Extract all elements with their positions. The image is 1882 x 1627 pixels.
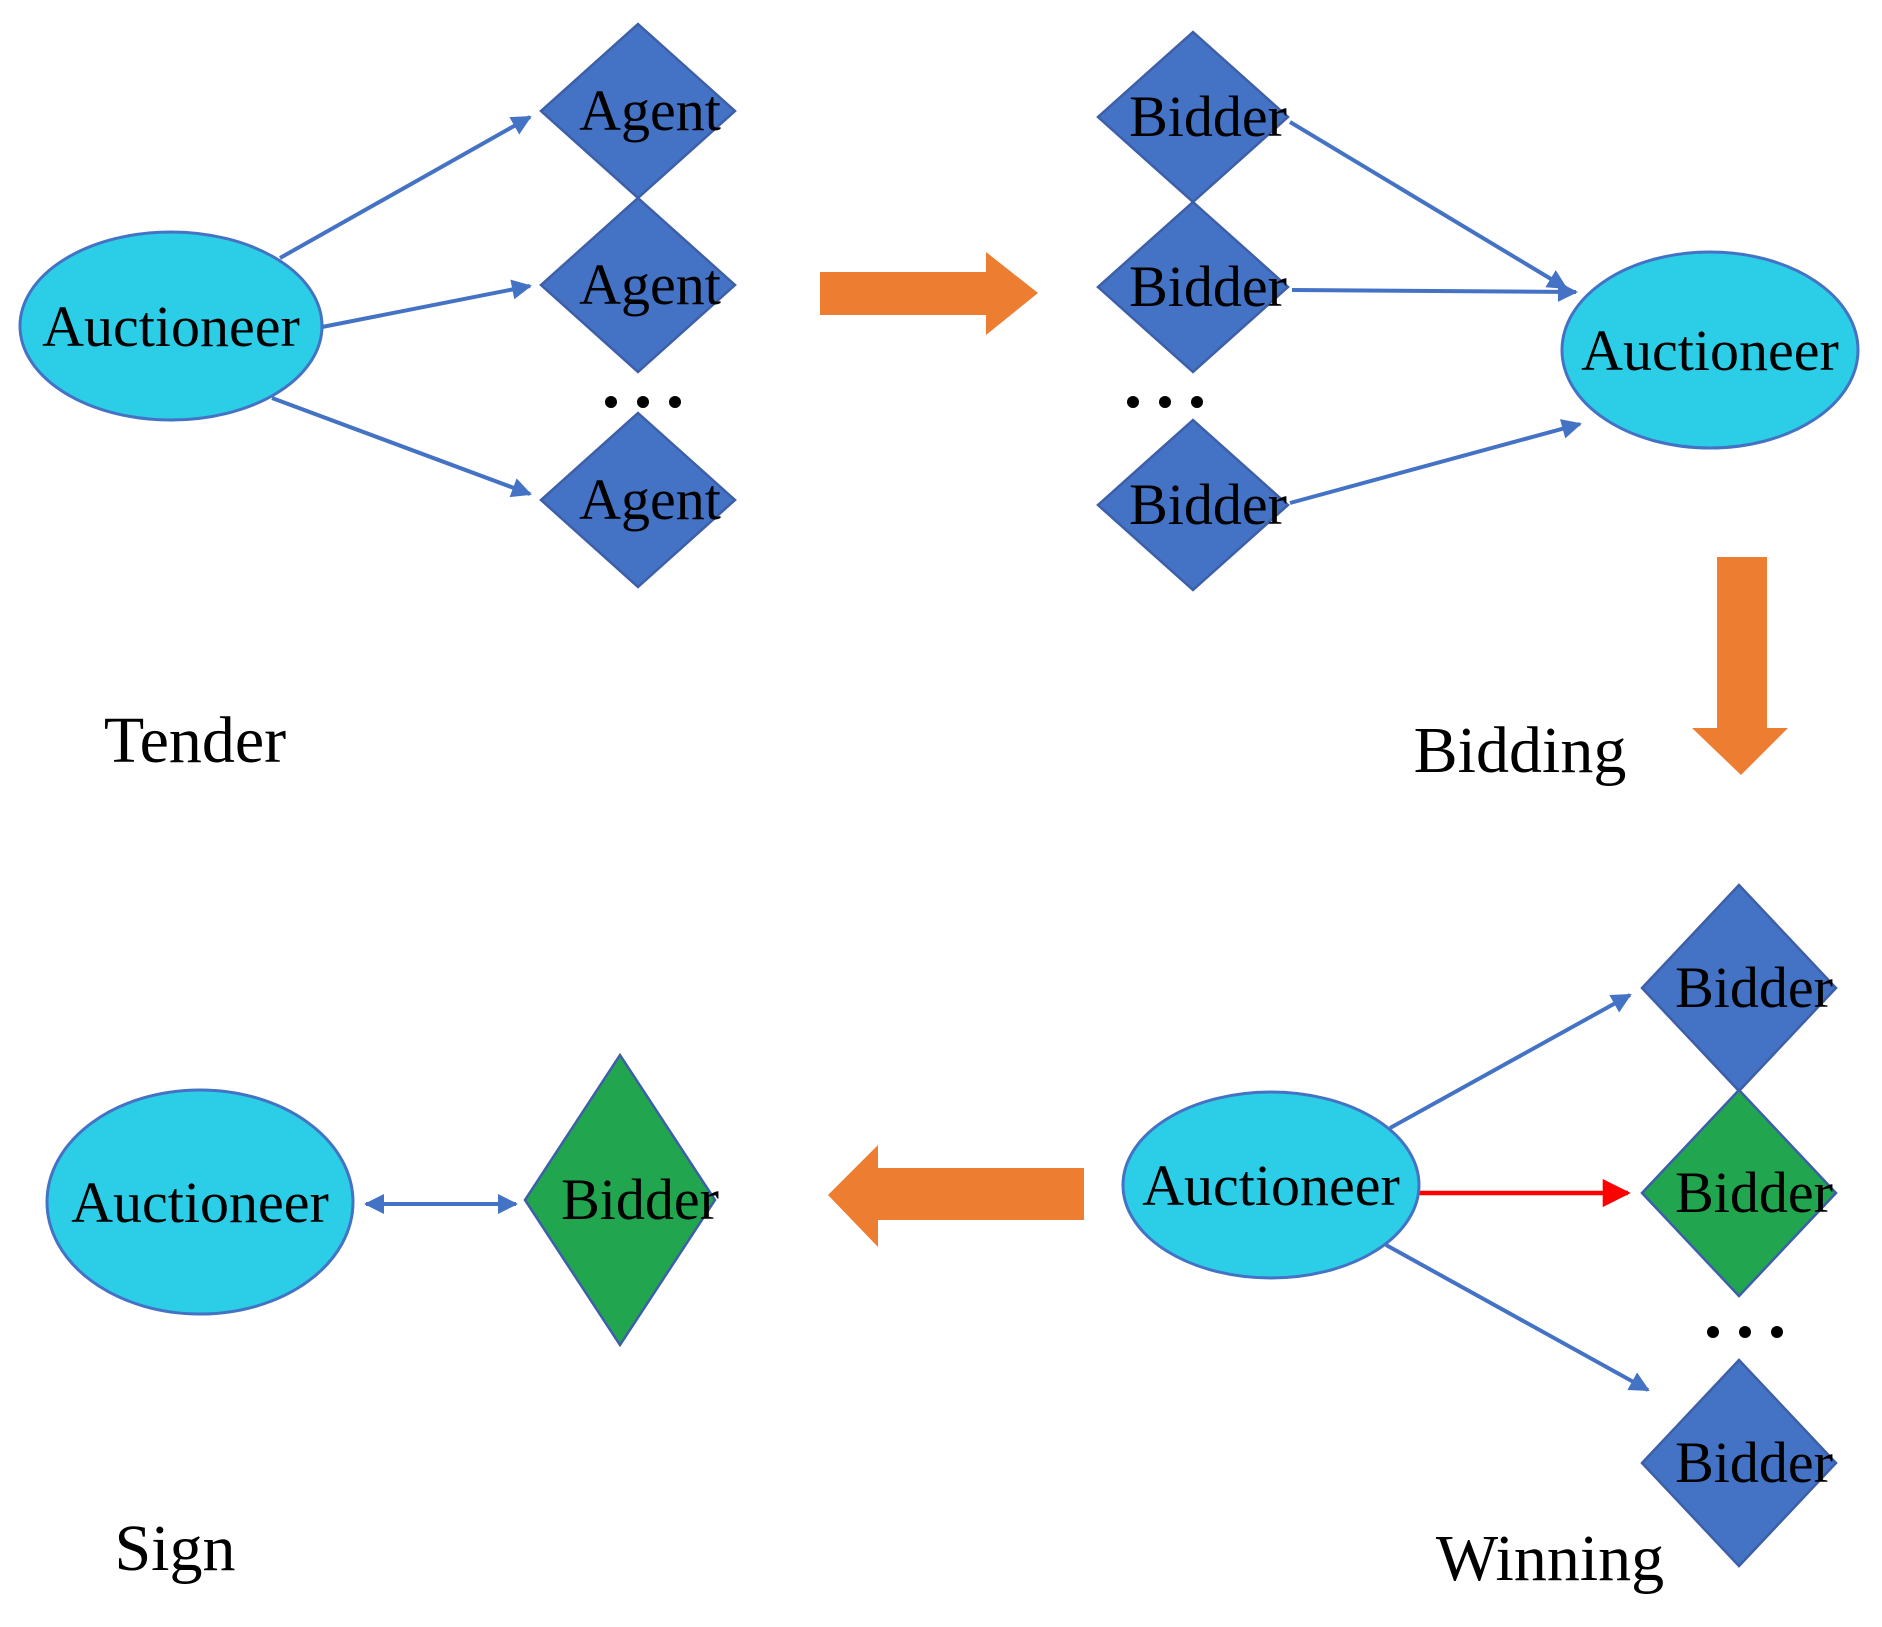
winning-winner-diamond — [1640, 1088, 1838, 1298]
winning-auctioneer-ellipse — [1121, 1090, 1421, 1280]
winning-ellipsis-icon — [1707, 1326, 1783, 1338]
arrow-bidder1-to-auctioneer — [1288, 120, 1568, 290]
winning-stage-label: Winning — [1436, 1522, 1664, 1595]
stage-sign: Auctioneer Bidder Sign — [45, 1052, 719, 1585]
winning-bidder-label-1: Bidder — [1675, 955, 1833, 1020]
arrow-auctioneer-to-agent-3 — [271, 396, 532, 498]
sign-stage-label: Sign — [114, 1512, 235, 1585]
bidding-ellipsis-icon — [1127, 396, 1203, 408]
tender-auctioneer-label: Auctioneer — [42, 294, 300, 359]
flow-arrow-left-icon — [828, 1145, 1084, 1247]
stage-bidding: Bidder Bidder Bidder Auctioneer Bidding — [1096, 30, 1860, 787]
agent-label-2: Agent — [579, 252, 721, 317]
agent-diamond-2 — [539, 196, 737, 374]
tender-stage-label: Tender — [104, 704, 286, 777]
sign-auctioneer-label: Auctioneer — [71, 1170, 329, 1235]
tender-ellipsis-icon — [605, 396, 681, 408]
bidding-auctioneer-ellipse — [1560, 250, 1860, 450]
arrow-auctioneer-to-winning-bidder-1 — [1389, 993, 1632, 1130]
bidding-stage-label: Bidding — [1414, 714, 1627, 787]
agent-label-1: Agent — [579, 78, 721, 143]
bidding-bidder-label-1: Bidder — [1129, 84, 1287, 149]
flow-arrow-right-icon — [820, 252, 1038, 335]
agent-diamond-3 — [539, 411, 737, 589]
arrow-auctioneer-to-agent-1 — [279, 115, 532, 260]
bidding-auctioneer-label: Auctioneer — [1581, 318, 1839, 383]
tender-auctioneer-ellipse — [18, 230, 324, 422]
arrow-auctioneer-to-winning-bidder-3 — [1385, 1243, 1650, 1392]
bidding-bidder-label-2: Bidder — [1129, 254, 1287, 319]
winning-bidder-diamond-3 — [1640, 1358, 1838, 1568]
winning-winner-label: Bidder — [1675, 1160, 1833, 1225]
sign-auctioneer-ellipse — [45, 1088, 355, 1316]
arrow-auctioneer-to-agent-2 — [321, 279, 532, 329]
bidding-bidder-label-3: Bidder — [1129, 472, 1287, 537]
arrow-bidder2-to-auctioneer — [1291, 281, 1578, 302]
bidding-bidder-diamond-3 — [1096, 418, 1290, 592]
bidding-bidder-diamond-2 — [1096, 200, 1290, 374]
flow-arrow-down-icon — [1692, 557, 1788, 775]
agent-label-3: Agent — [579, 467, 721, 532]
stage-winning: Auctioneer Bidder Bidder Bidder Winning — [1121, 883, 1838, 1595]
winning-auctioneer-label: Auctioneer — [1142, 1153, 1400, 1218]
sign-bidder-diamond — [523, 1052, 717, 1348]
winning-bidder-label-3: Bidder — [1675, 1430, 1833, 1495]
arrow-bidder3-to-auctioneer — [1289, 419, 1582, 505]
sign-bidder-label: Bidder — [561, 1167, 719, 1232]
stage-tender: Auctioneer Agent Agent Agent Tender — [18, 22, 737, 777]
